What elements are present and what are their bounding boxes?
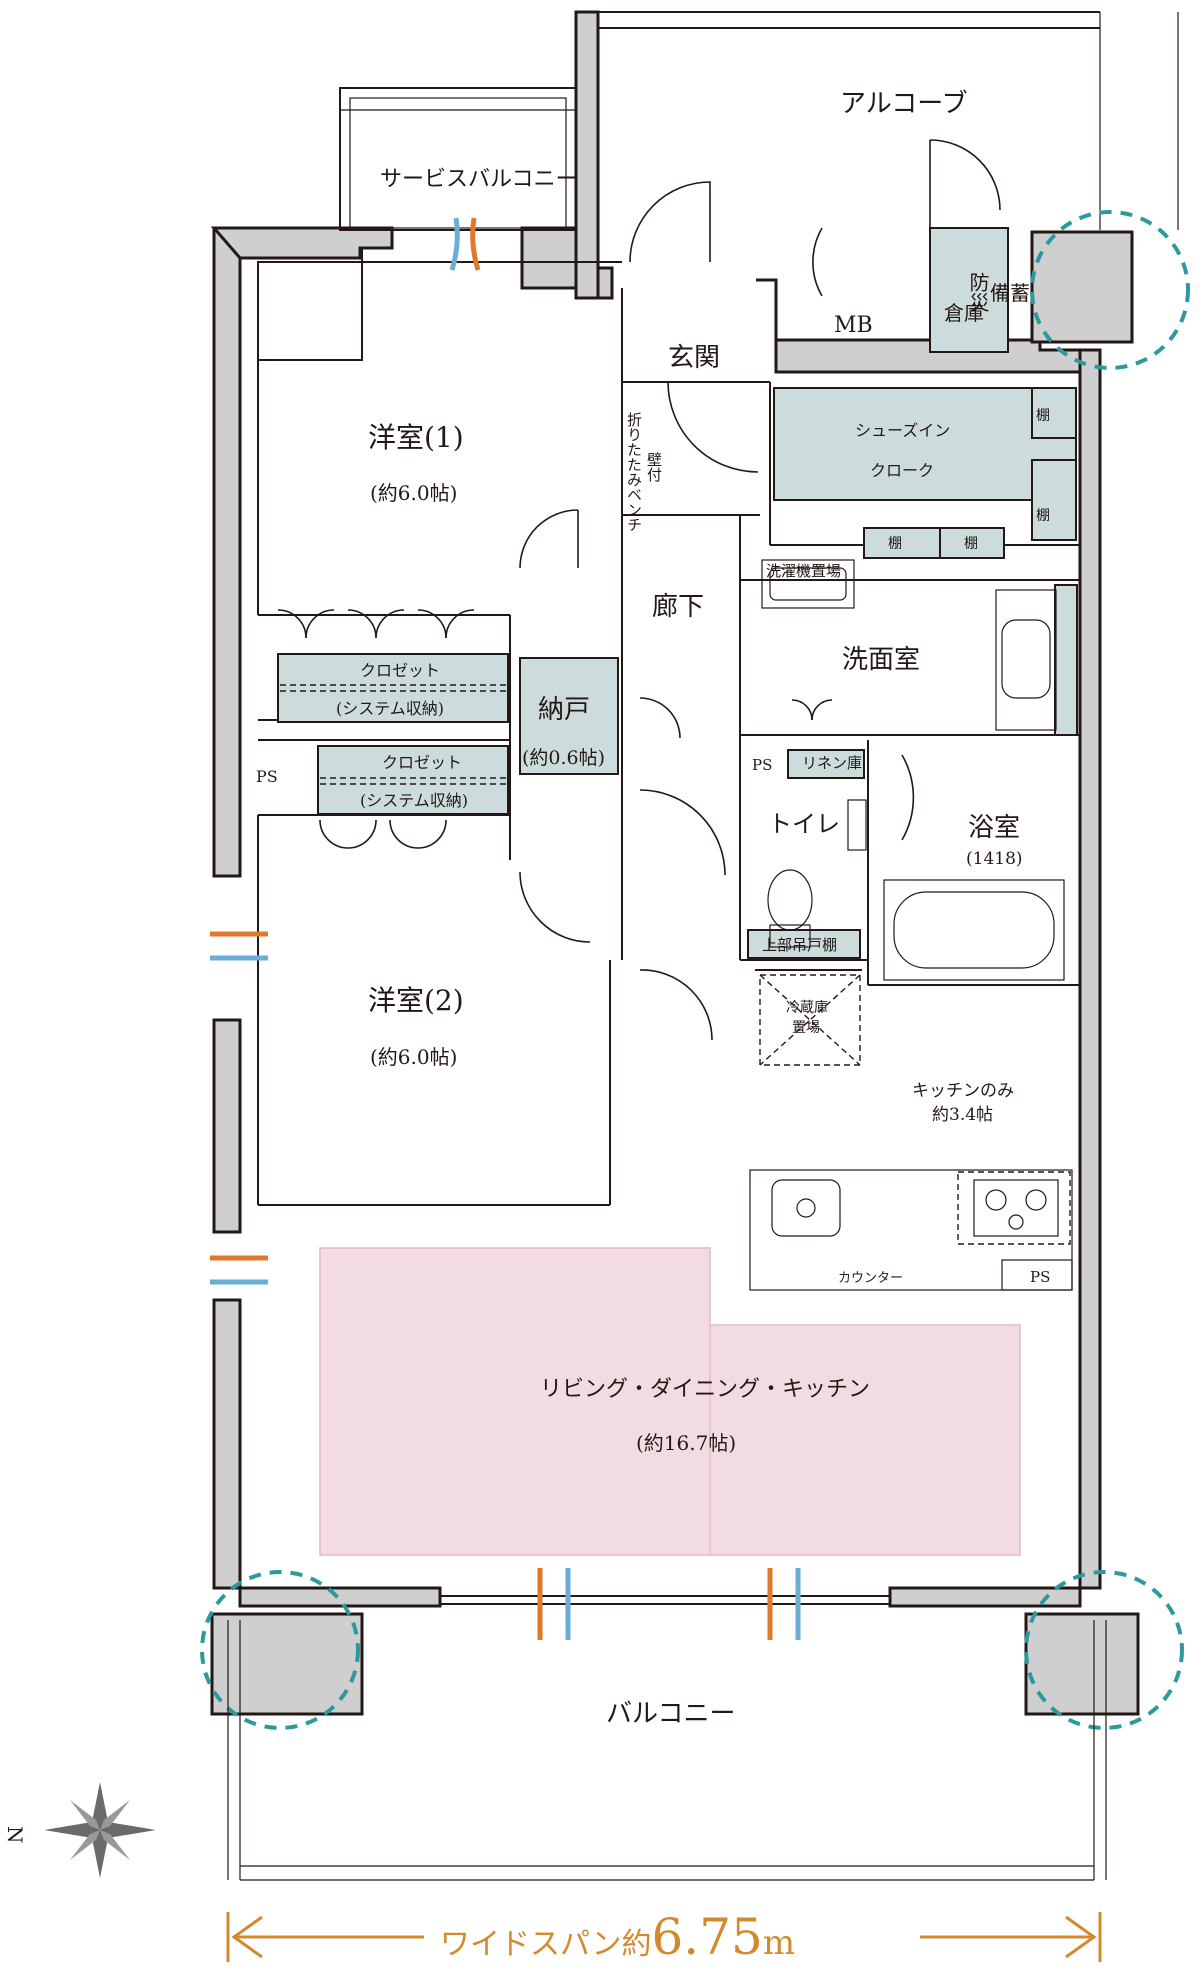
ps-label-1: PS: [256, 767, 278, 786]
western-room-2-label: 洋室(2): [368, 984, 464, 1017]
exterior-walls: [210, 10, 1102, 1608]
span-label: ワイドスパン約6.75m: [440, 1908, 795, 1966]
bathroom-size: (1418): [966, 849, 1023, 869]
closet-2-label: クロゼット: [382, 753, 462, 772]
disaster-storage-label-3: 倉庫: [944, 301, 984, 325]
disaster-storage-label-2: 備蓄: [990, 281, 1030, 305]
ldk-highlight: [319, 1247, 1021, 1556]
closet-1-note: (システム収納): [336, 699, 444, 718]
fridge-label-1: 冷蔵庫: [786, 999, 828, 1016]
shelf-label-4: 棚: [964, 536, 978, 552]
linen-label: リネン庫: [802, 754, 862, 772]
shelf-label-2: 棚: [1036, 508, 1050, 524]
fridge-space: [759, 974, 861, 1066]
fixtures: [749, 559, 1073, 1291]
compass-north-label: N: [3, 1826, 27, 1844]
disaster-storage-label-1: 防災: [966, 272, 990, 312]
folding-bench-label: 折りたたみベンチ: [625, 412, 643, 532]
kitchen-only-label-2: 約3.4帖: [932, 1105, 993, 1125]
span-unit: m: [763, 1923, 795, 1963]
shelf-label-3: 棚: [888, 536, 902, 552]
closet-2-note: (システム収納): [360, 791, 468, 810]
entrance-label: 玄関: [668, 343, 720, 373]
ps-label-3: PS: [1030, 1268, 1050, 1286]
washer-space-label: 洗濯機置場: [766, 562, 841, 580]
bathroom-label: 浴室: [968, 813, 1020, 843]
closet-rails: [280, 684, 506, 785]
western-room-1-size: (約6.0帖): [370, 481, 457, 505]
storeroom-label: 納戸: [538, 695, 590, 725]
shelf-label-1: 棚: [1036, 408, 1050, 424]
wall-mounted-label: 壁付: [645, 452, 663, 483]
upper-cabinet-label: 上部吊戸棚: [762, 936, 837, 954]
fridge-label-2: 置場: [792, 1020, 820, 1036]
alcove-frame: [598, 11, 1179, 230]
kitchen-only-label-1: キッチンのみ: [912, 1081, 1014, 1101]
western-room-2-size: (約6.0帖): [370, 1045, 457, 1069]
closet-1-label: クロゼット: [360, 661, 440, 680]
ldk-size: (約16.7帖): [636, 1431, 736, 1455]
shoe-closet-label-1: シューズイン: [855, 421, 950, 440]
balcony-rails: [227, 1620, 1107, 1881]
ps-label-2: PS: [752, 756, 772, 774]
compass-rose: [44, 1782, 156, 1878]
shoe-closet-label-2: クローク: [870, 461, 934, 480]
ventilation-arrows: [210, 217, 801, 1640]
western-room-1-label: 洋室(1): [368, 421, 464, 454]
doors: [277, 139, 1001, 1041]
service-balcony-label: サービスバルコニー: [380, 167, 578, 192]
width-dimension: [226, 1912, 1102, 1962]
ldk-label: リビング・ダイニング・キッチン: [540, 1377, 870, 1402]
service-balcony-frame: [339, 87, 577, 231]
balcony-label: バルコニー: [606, 1699, 735, 1729]
toilet-label: トイレ: [768, 810, 840, 838]
span-label-text: ワイドスパン約: [440, 1927, 652, 1962]
storage-areas: [277, 227, 1078, 959]
storeroom-size: (約0.6帖): [522, 747, 605, 769]
mb-label: MB: [834, 313, 873, 338]
pillars: [200, 210, 1190, 1730]
washroom-label: 洗面室: [842, 645, 920, 675]
span-value: 6.75: [652, 1908, 763, 1966]
corridor-label: 廊下: [652, 592, 704, 622]
counter-label: カウンター: [838, 1271, 903, 1286]
alcove-label: アルコーブ: [840, 89, 968, 119]
